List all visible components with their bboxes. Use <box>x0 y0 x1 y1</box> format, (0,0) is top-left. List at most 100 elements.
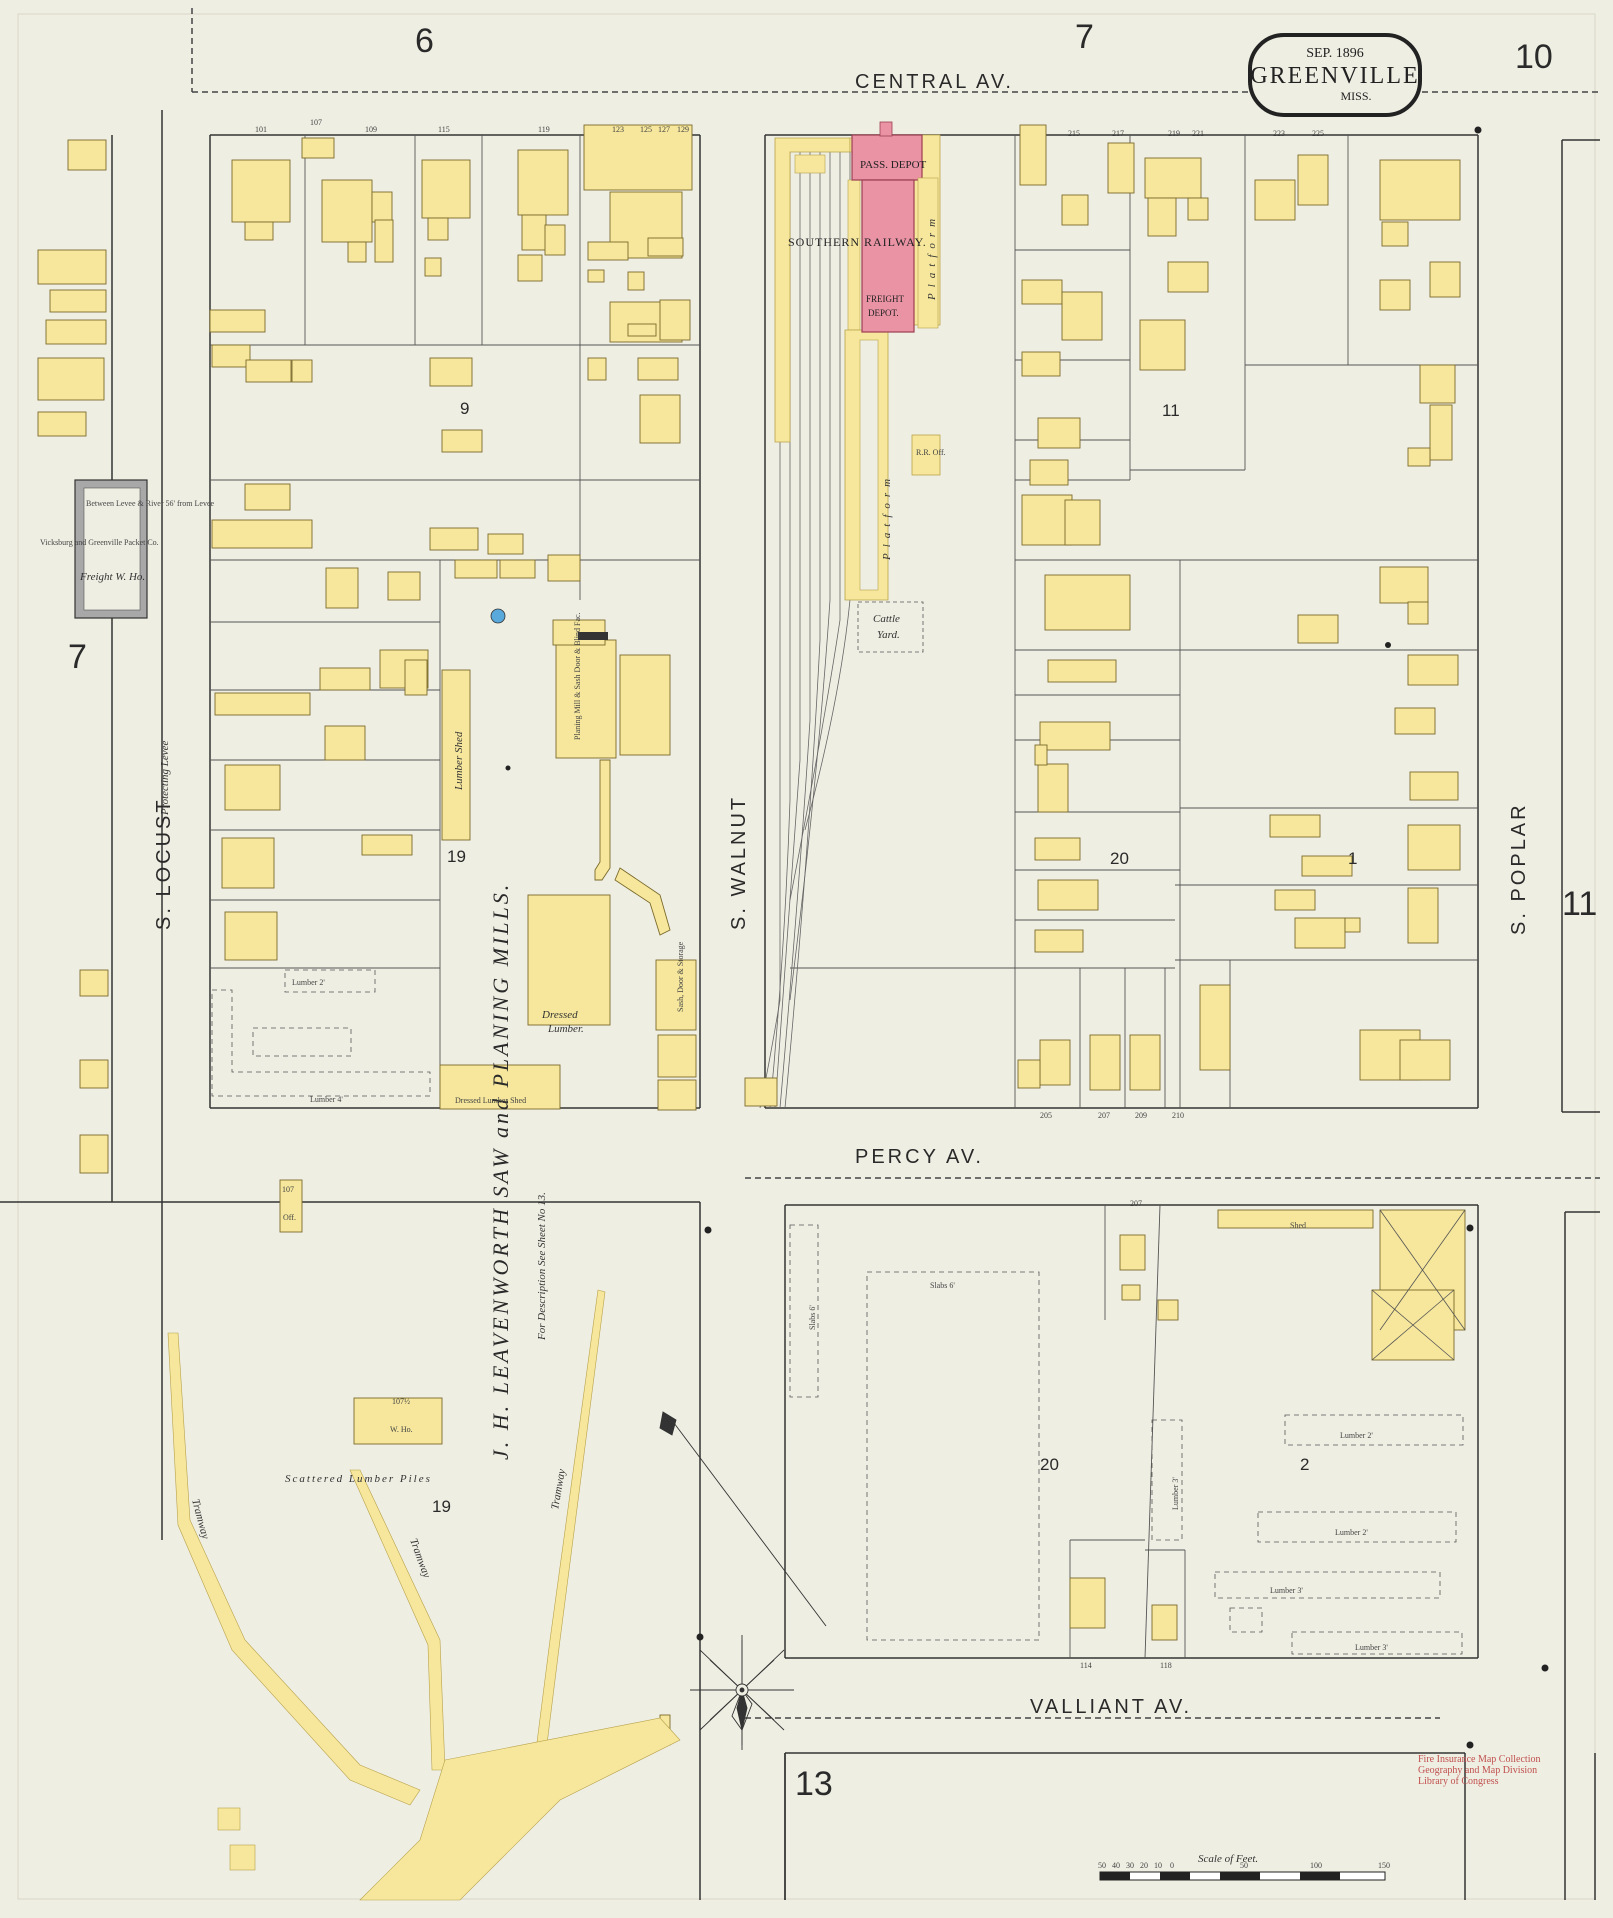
addr-223: 223 <box>1273 129 1285 138</box>
label-scale-of-feet: Scale of Feet. <box>1198 1853 1258 1865</box>
label-lumber-3-east: Lumber 3' <box>1270 1586 1303 1595</box>
rr-office <box>911 434 941 476</box>
label-southern-railway: SOUTHERN RAILWAY. <box>788 235 927 249</box>
label-packet-co: Vicksburg and Greenville Packet Co. <box>40 538 159 547</box>
label-lumber-2: Lumber 2' <box>292 978 325 987</box>
addr-215: 215 <box>1068 129 1080 138</box>
scale-tick-100: 100 <box>1310 1861 1322 1870</box>
scale-ticks: 50 40 30 20 10 0 50 100 150 <box>1098 1861 1390 1870</box>
lumber-yard-buildings <box>1371 1209 1466 1361</box>
label-slabs: Slabs 6' <box>930 1281 955 1290</box>
label-lumber-3-vertical: Lumber 3' <box>1171 1477 1180 1510</box>
block-number-9: 9 <box>460 399 469 418</box>
label-warehouse-number: 107½ <box>392 1397 410 1406</box>
addr-217: 217 <box>1112 129 1124 138</box>
addr-109: 109 <box>365 125 377 134</box>
label-platform-east: Platform <box>926 213 938 301</box>
street-valliant-av: VALLIANT AV. <box>1030 1696 1192 1718</box>
addr-127: 127 <box>658 125 670 134</box>
boiler <box>578 632 608 640</box>
addr-119: 119 <box>538 125 550 134</box>
scale-tick-50b: 50 <box>1240 1861 1248 1870</box>
label-lumber: Lumber. <box>547 1023 584 1035</box>
scale-tick-20: 20 <box>1140 1861 1148 1870</box>
scale-tick-50: 50 <box>1098 1861 1106 1870</box>
addr-118: 118 <box>1160 1661 1172 1670</box>
addr-205: 205 <box>1040 1111 1052 1120</box>
street-s-locust: S. LOCUST <box>153 797 175 930</box>
addr-115: 115 <box>438 125 450 134</box>
collection-stamp-line-2: Geography and Map Division <box>1418 1765 1538 1776</box>
compass-rose <box>659 1411 827 1750</box>
label-cattle: Cattle <box>873 613 900 625</box>
hydrant-markers <box>505 126 1549 1749</box>
addr-129: 129 <box>677 125 689 134</box>
lumber-yard-hatching <box>1371 1209 1466 1361</box>
addr-221: 221 <box>1192 129 1204 138</box>
street-lines <box>0 110 1600 1900</box>
title-cartouche <box>1248 33 1422 117</box>
addr-207-south: 207 <box>1130 1199 1142 1208</box>
block-number-20-south: 20 <box>1040 1455 1059 1474</box>
railroad-tracks <box>759 150 851 1109</box>
sheet-number: 10 <box>1515 38 1553 76</box>
addr-101: 101 <box>255 125 267 134</box>
addr-125: 125 <box>640 125 652 134</box>
cattle-yard <box>857 601 924 653</box>
scale-tick-30: 30 <box>1126 1861 1134 1870</box>
label-scattered-lumber: Scattered Lumber Piles <box>285 1473 432 1485</box>
scale-tick-150: 150 <box>1378 1861 1390 1870</box>
label-planing-mills: J. H. LEAVENWORTH SAW and PLANING MILLS. <box>488 882 513 1460</box>
address-numbers: 101 107 109 115 119 123 125 127 129 215 … <box>255 118 1324 1670</box>
addr-209: 209 <box>1135 1111 1147 1120</box>
street-central-av: CENTRAL AV. <box>855 71 1014 93</box>
addr-207: 207 <box>1098 1111 1110 1120</box>
label-dressed: Dressed <box>541 1009 578 1021</box>
adjoining-sheet-6: 6 <box>415 22 434 60</box>
collection-stamp-line-1: Fire Insurance Map Collection <box>1418 1754 1541 1765</box>
label-lumber-2-east-b: Lumber 2' <box>1335 1528 1368 1537</box>
paper-edge <box>17 13 1596 1900</box>
label-slabs-west: Slabs 6' <box>808 1305 817 1330</box>
label-dressed-lumber-shed: Dressed Lumber Shed <box>455 1096 526 1105</box>
label-yard: Yard. <box>877 629 900 641</box>
tramways <box>167 1289 681 1901</box>
block-number-20: 20 <box>1110 849 1129 868</box>
addr-225: 225 <box>1312 129 1324 138</box>
stamp-date: SEP. 1896 <box>1306 46 1364 61</box>
label-shed: Shed <box>1290 1221 1306 1230</box>
label-sash-storage: Sash, Door & Storage <box>676 941 685 1012</box>
label-warehouse: W. Ho. <box>390 1425 413 1434</box>
label-platform-west: Platform <box>881 473 893 561</box>
adjoining-sheet-11: 11 <box>1562 885 1597 923</box>
label-office-number: 107 <box>282 1185 294 1194</box>
lumber-piles <box>211 969 1464 1655</box>
label-depot: DEPOT. <box>868 308 899 318</box>
scale-tick-40: 40 <box>1112 1861 1120 1870</box>
label-between-levee: Between Levee & River 56' from Levee <box>86 499 215 508</box>
label-lumber-shed: Lumber Shed <box>453 731 465 791</box>
block-number-11: 11 <box>1162 401 1180 420</box>
addr-114: 114 <box>1080 1661 1092 1670</box>
collection-stamp-line-3: Library of Congress <box>1418 1776 1499 1787</box>
street-percy-av: PERCY AV. <box>855 1146 984 1168</box>
block-number-1: 1 <box>1348 849 1357 868</box>
adjoining-sheet-7-left: 7 <box>68 638 87 676</box>
scale-tick-10: 10 <box>1154 1861 1162 1870</box>
frame-dwellings <box>37 124 1461 1746</box>
label-description-note: For Description See Sheet No 13. <box>536 1192 548 1341</box>
label-lumber-3-east-b: Lumber 3' <box>1355 1643 1388 1652</box>
stamp-state: MISS. <box>1340 89 1371 103</box>
stamp-city: GREENVILLE <box>1250 63 1419 89</box>
protecting-levee: Protecting Levee <box>159 740 171 816</box>
scale-bar <box>1099 1871 1386 1881</box>
addr-219: 219 <box>1168 129 1180 138</box>
label-lumber-2-east: Lumber 2' <box>1340 1431 1373 1440</box>
addr-123: 123 <box>612 125 624 134</box>
addr-210: 210 <box>1172 1111 1184 1120</box>
block-number-19-south: 19 <box>432 1497 451 1516</box>
scale-tick-0: 0 <box>1170 1861 1174 1870</box>
street-s-walnut: S. WALNUT <box>728 795 750 930</box>
